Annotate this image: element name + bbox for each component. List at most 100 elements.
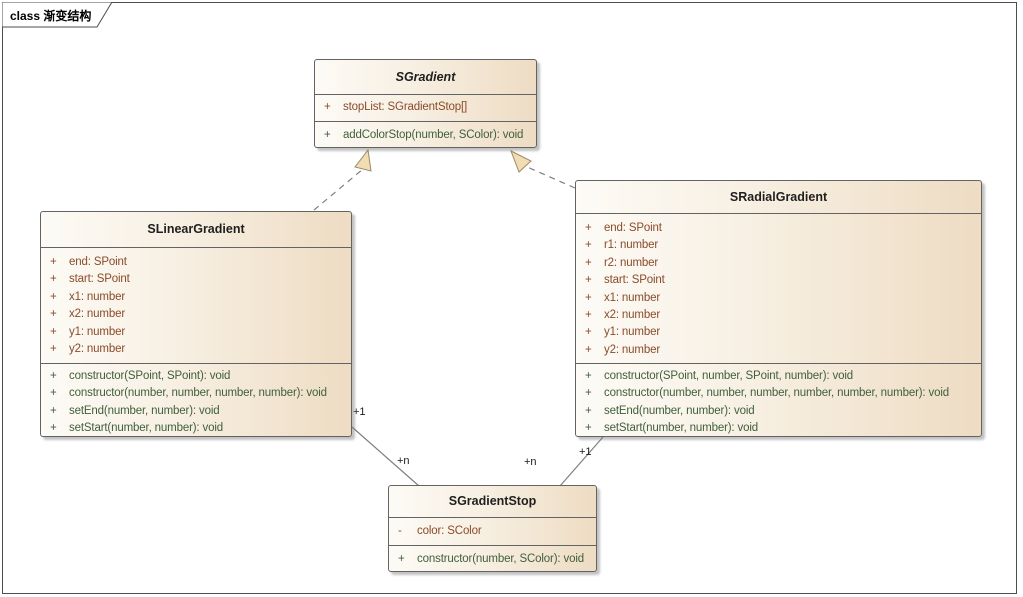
operation-text: setStart(number, number): void xyxy=(604,422,759,435)
attribute-row[interactable]: +x1: number xyxy=(41,289,351,306)
visibility-sign: + xyxy=(585,239,592,252)
attribute-text: x2: number xyxy=(604,308,661,321)
attributes-compartment: + stopList: SGradientStop[] xyxy=(315,94,536,121)
multiplicity-label[interactable]: +n xyxy=(397,455,410,467)
class-title: SGradient xyxy=(395,70,456,84)
association-line-sradialgradient-sgradientstop[interactable] xyxy=(559,436,604,487)
operation-row[interactable]: +addColorStop(number, SColor): void xyxy=(315,127,536,144)
visibility-sign: + xyxy=(585,308,592,321)
class-title: SRadialGradient xyxy=(729,190,828,204)
attribute-text: y1: number xyxy=(604,326,661,339)
multiplicity-label[interactable]: +n xyxy=(524,456,537,468)
class-box-slineargradient[interactable]: SLinearGradient + end: SPoint + start: SPo… xyxy=(40,211,352,437)
operation-text: setEnd(number, number): void xyxy=(604,404,755,417)
attributes-compartment: + end: SPoint + r1: number +r2: number + st… xyxy=(576,213,981,363)
operation-row[interactable]: +setStart(number, number): void xyxy=(41,420,351,437)
attribute-row[interactable]: +r2: number xyxy=(576,255,981,272)
operations-compartment: +constructor(number, SColor): void xyxy=(389,545,596,573)
visibility-sign: + xyxy=(50,290,57,303)
association-line-slineargradient-sgradientstop[interactable] xyxy=(351,426,420,487)
operation-row[interactable]: + constructor(number, number, number, num… xyxy=(41,385,351,402)
attributes-compartment: +end: SPoint +start: SPoint +x1: number … xyxy=(41,247,351,363)
attribute-row[interactable]: + x1: number xyxy=(576,290,981,307)
operation-text: setEnd(number, number): void xyxy=(69,404,220,417)
operations-compartment: + constructor(SPoint, number, SPoint, num… xyxy=(576,363,981,438)
visibility-sign: + xyxy=(585,274,592,287)
attribute-text: stopList: SGradientStop[] xyxy=(343,101,468,113)
realization-arrowhead-left xyxy=(354,148,372,172)
operations-compartment: +addColorStop(number, SColor): void xyxy=(315,121,536,149)
visibility-sign: + xyxy=(585,291,592,304)
visibility-sign: + xyxy=(50,273,57,286)
attribute-text: y1: number xyxy=(69,325,126,338)
operation-text: constructor(number, number, number, numb… xyxy=(69,387,327,400)
visibility-sign: + xyxy=(585,370,592,382)
visibility-sign: + xyxy=(50,308,57,321)
realization-line-sradialgradient[interactable] xyxy=(524,165,576,189)
attribute-text: color: SColor xyxy=(417,525,482,537)
class-title: SLinearGradient xyxy=(147,222,245,236)
visibility-sign: + xyxy=(50,404,57,417)
operation-row[interactable]: + setEnd(number, number): void xyxy=(576,403,981,420)
attribute-row[interactable]: -color: SColor xyxy=(389,523,596,540)
attribute-row[interactable]: +y2: number xyxy=(41,341,351,358)
attribute-row[interactable]: + end: SPoint xyxy=(41,254,351,271)
multiplicity-label[interactable]: +1 xyxy=(579,446,592,458)
operation-row[interactable]: + setStart(number, number): void xyxy=(576,420,981,437)
frame-tab xyxy=(2,2,113,28)
attribute-row[interactable]: + r1: number xyxy=(576,237,981,254)
visibility-sign: + xyxy=(50,342,57,355)
attribute-row[interactable]: + start: SPoint xyxy=(576,272,981,289)
attribute-row[interactable]: + start: SPoint xyxy=(41,271,351,288)
attribute-text: x1: number xyxy=(604,291,661,304)
multiplicity-label[interactable]: +1 xyxy=(353,406,366,418)
visibility-sign: + xyxy=(50,422,57,435)
attribute-text: start: SPoint xyxy=(69,273,130,286)
attribute-text: end: SPoint xyxy=(69,256,127,268)
operation-text: constructor(number, number, number, numb… xyxy=(604,387,950,400)
visibility-sign: + xyxy=(50,256,57,268)
attribute-row[interactable]: + x2: number xyxy=(576,307,981,324)
operation-row[interactable]: + constructor(SPoint, number, SPoint, num… xyxy=(576,368,981,385)
visibility-sign: + xyxy=(585,387,592,400)
visibility-sign: + xyxy=(324,101,331,113)
class-box-sgradientstop[interactable]: SGradientStop -color: SColor +constructo… xyxy=(388,485,597,572)
attribute-row[interactable]: +y2: number xyxy=(576,342,981,359)
visibility-sign: + xyxy=(585,256,592,269)
visibility-sign: + xyxy=(585,222,592,234)
visibility-sign: + xyxy=(585,404,592,417)
attribute-text: r1: number xyxy=(604,239,659,252)
class-box-sgradient[interactable]: SGradient + stopList: SGradientStop[] +ad… xyxy=(314,59,537,148)
operations-compartment: + constructor(SPoint, SPoint): void + cons… xyxy=(41,363,351,438)
attribute-row[interactable]: + y1: number xyxy=(41,324,351,341)
operation-row[interactable]: + setEnd(number, number): void xyxy=(41,403,351,420)
frame-tab-shape xyxy=(2,2,113,28)
operation-text: constructor(SPoint, number, SPoint, numb… xyxy=(604,370,853,382)
attribute-text: start: SPoint xyxy=(604,274,665,287)
realization-line-slineargradient[interactable] xyxy=(313,168,364,211)
attribute-text: end: SPoint xyxy=(604,222,662,234)
attribute-row[interactable]: + stopList: SGradientStop[] xyxy=(315,99,536,116)
operation-row[interactable]: + constructor(number, number, number, num… xyxy=(576,385,981,402)
visibility-sign: + xyxy=(585,343,592,356)
visibility-sign: + xyxy=(50,325,57,338)
operation-text: constructor(number, SColor): void xyxy=(417,553,584,565)
attribute-row[interactable]: + x2: number xyxy=(41,306,351,323)
attribute-text: x2: number xyxy=(69,308,126,321)
operation-text: addColorStop(number, SColor): void xyxy=(343,129,524,141)
operation-text: constructor(SPoint, SPoint): void xyxy=(69,370,231,382)
attributes-compartment: -color: SColor xyxy=(389,517,596,545)
operation-row[interactable]: + constructor(SPoint, SPoint): void xyxy=(41,368,351,385)
visibility-sign: + xyxy=(50,387,57,400)
attribute-row[interactable]: + y1: number xyxy=(576,324,981,341)
operation-row[interactable]: +constructor(number, SColor): void xyxy=(389,551,596,568)
attribute-row[interactable]: + end: SPoint xyxy=(576,220,981,237)
class-title: SGradientStop xyxy=(448,494,537,508)
visibility-sign: + xyxy=(585,326,592,339)
class-box-sradialgradient[interactable]: SRadialGradient + end: SPoint + r1: number… xyxy=(575,180,982,437)
frame-tab-label: class 渐变结构 xyxy=(10,9,92,23)
visibility-sign: + xyxy=(585,422,592,435)
visibility-sign: + xyxy=(50,370,57,382)
